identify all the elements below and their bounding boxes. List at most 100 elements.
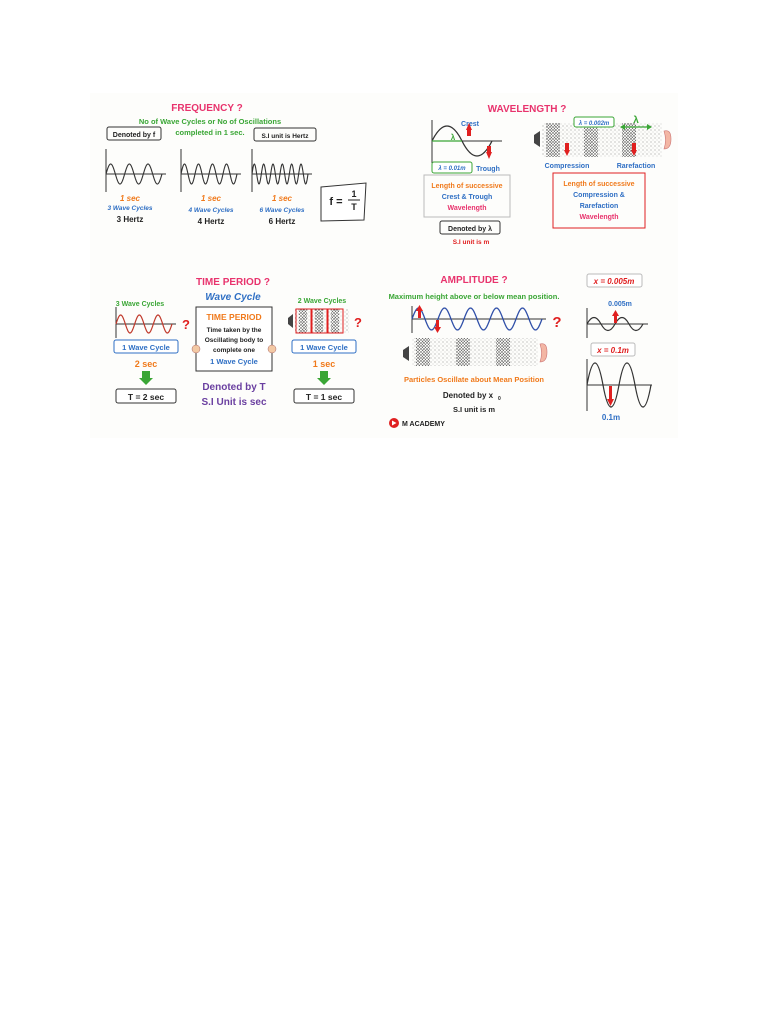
amp-ear-icon [539,343,548,363]
amp-large-arrow-stem [609,386,612,399]
tp-right-cycle-box [291,339,357,354]
formula-denominator: T [351,202,357,212]
amplitude-title: AMPLITUDE ? [440,275,507,286]
time-period-title: TIME PERIOD ? [196,277,270,288]
lambda-symbol: λ [451,133,456,142]
infographic-canvas: FREQUENCY ? No of Wave Cycles or No of O… [105,103,672,428]
rarefaction-arrow-stem [632,143,636,150]
tp-right-result: T = 1 sec [306,392,342,402]
amp-small-arrow [612,310,619,316]
transverse-value-box [431,161,473,174]
wl-box2-line4: Wavelength [579,214,618,221]
tp-right-question: ? [354,315,362,330]
frequency-definition-1: No of Wave Cycles or No of Oscillations [139,117,281,126]
amp-denoted: Denoted by x [443,391,494,400]
wl-box1-line2: Crest & Trough [442,194,493,201]
rarefaction-arrow [631,150,637,156]
lambda-arrow-left [620,124,625,130]
wl-box1-line1: Length of successive [431,183,502,190]
amp-small-label-box [586,273,643,288]
tp-right-time: 1 sec [313,359,336,369]
tp-left-cycle-box [113,339,179,354]
amplitude-wave [411,307,543,331]
compression-band-2 [584,123,598,157]
lambda-arrow-right [647,124,652,130]
rarefaction-label: Rarefaction [617,163,656,170]
tp-left-arrow-stem [142,371,150,378]
longitudinal-value-box [573,116,615,128]
amp-band-2 [456,338,470,366]
tp-right-arrow-stem [320,371,328,378]
frequency-definition-2: completed in 1 sec. [175,128,244,137]
freq-ex1-cycles: 3 Wave Cycles [107,205,152,212]
freq-ex2-time: 1 sec [201,194,222,203]
tp-frame-3 [327,308,344,334]
wl-denoted: Denoted by λ [448,225,492,233]
amp-denoted-subscript: 0 [498,396,501,402]
crest-label: Crest [461,121,480,128]
amp-large-label: x = 0.1m [596,346,629,355]
wavelength-box2 [552,172,646,229]
wl-box2-line3: Rarefaction [580,203,619,210]
tp-left-wave [115,314,173,334]
crest-arrow-stem [467,130,471,136]
tp-right-cycles: 2 Wave Cycles [298,298,346,305]
freq-ex2-cycles: 4 Wave Cycles [187,207,233,214]
amplitude-section: AMPLITUDE ? Maximum height above or belo… [389,273,652,422]
freq-ex3-cycles: 6 Wave Cycles [259,207,304,214]
card-line1: Time taken by the [207,327,262,334]
amp-band-1 [416,338,430,366]
trough-arrow [486,152,492,159]
freq-ex1-hertz: 3 Hertz [117,215,144,224]
brand-name: M ACADEMY [402,421,445,428]
tp-left-cycles: 3 Wave Cycles [116,301,164,308]
frequency-si-unit: S.I unit is Hertz [262,133,310,140]
amp-particles: Particles Oscillate about Mean Position [404,375,544,384]
wavelength-box1 [423,174,511,218]
card-cycle: 1 Wave Cycle [210,357,258,366]
ear-icon [663,130,672,150]
formula-lhs: f = [329,196,342,208]
denoted-box [106,126,162,141]
wl-denoted-box [439,220,501,235]
wl-si-unit: S.I unit is m [453,239,490,246]
amp-small-wave [586,316,644,332]
freq-ex3-time: 1 sec [272,194,293,203]
frequency-section: FREQUENCY ? No of Wave Cycles or No of O… [105,103,367,226]
formula-card [320,182,367,222]
si-unit-box [253,127,317,142]
wavelength-section: WAVELENGTH ? Crest λ Trough λ = 0.01m Le… [423,104,672,246]
tp-band-1 [299,309,307,333]
longitudinal-value: λ = 0.002m [578,121,610,127]
transverse-value: λ = 0.01m [437,166,466,172]
amp-down-arrow [434,327,441,333]
freq-wave-1 [105,163,163,185]
frequency-denoted: Denoted by f [113,132,156,139]
tp-left-time: 2 sec [135,359,158,369]
amp-large-label-box [590,342,636,357]
amp-up-arrow-stem [418,310,421,318]
tp-left-result-box [115,388,177,404]
card-line3: complete one [213,347,255,354]
time-period-card [195,306,273,372]
tp-left-one-cycle: 1 Wave Cycle [122,343,170,352]
compression-arrow [564,150,570,156]
longitudinal-wave-light [542,123,662,157]
frequency-title: FREQUENCY ? [171,103,243,114]
wl-box2-line1: Length of successive [563,181,634,188]
tp-si-unit: S.I Unit is sec [201,397,266,408]
wl-box2-line2: Compression & [573,192,625,199]
amplitude-definition: Maximum height above or below mean posit… [389,292,560,301]
compression-arrow-stem [565,143,569,150]
freq-ex1-time: 1 sec [120,194,141,203]
wl-box1-line3: Wavelength [447,205,486,212]
trough-arrow-stem [487,146,491,152]
tp-denoted: Denoted by T [202,382,265,393]
tp-left-sine [115,314,173,334]
amp-longitudinal-wave [412,338,538,366]
tp-band-2 [315,309,323,333]
brand-logo: M ACADEMY [389,418,445,428]
amp-sine [411,307,543,331]
amp-question: ? [552,314,561,331]
speaker-icon [534,131,540,147]
